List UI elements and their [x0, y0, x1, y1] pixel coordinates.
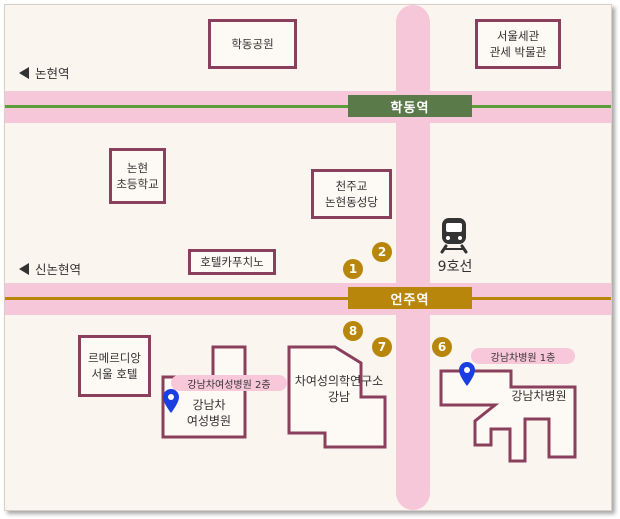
direction-sinnonhyeon-label: 신논현역 — [35, 262, 82, 277]
station-eonju[interactable]: 언주역 — [348, 287, 472, 309]
exit-8[interactable]: 8 — [343, 321, 363, 341]
building-church: 천주교 논현동성당 — [311, 169, 392, 219]
location-pin-icon[interactable] — [459, 362, 475, 386]
line-9-label: 9호선 — [437, 259, 473, 275]
direction-sinnonhyeon: 신논현역 — [19, 259, 81, 278]
exit-1[interactable]: 1 — [343, 259, 363, 279]
map-canvas: 학동역 언주역 논현역 신논현역 학동공원 서울세관 관세 박물관 논현 초등학… — [4, 4, 612, 511]
station-hakdong[interactable]: 학동역 — [348, 95, 472, 117]
exit-2[interactable]: 2 — [372, 242, 392, 262]
building-outlines — [161, 345, 577, 463]
direction-nonhyeon-label: 논현역 — [35, 66, 70, 81]
exit-6[interactable]: 6 — [432, 337, 452, 357]
building-hakdong-park: 학동공원 — [208, 19, 297, 69]
label-cha-hospital: 강남차병원 — [511, 389, 567, 403]
building-institute-outline — [287, 345, 387, 449]
exit-7[interactable]: 7 — [372, 337, 392, 357]
arrow-left-icon — [19, 66, 29, 79]
building-nonhyeon-school: 논현 초등학교 — [109, 148, 166, 204]
subway-line-bottom — [5, 297, 611, 300]
direction-nonhyeon: 논현역 — [19, 63, 70, 82]
building-cha-hospital-outline — [439, 369, 577, 463]
building-customs-museum: 서울세관 관세 박물관 — [475, 19, 561, 69]
pin-label-womens: 강남차여성병원 2층 — [171, 375, 287, 391]
road-vertical — [396, 5, 430, 510]
arrow-left-icon — [19, 262, 29, 275]
subway-train-icon — [440, 218, 468, 254]
label-womens-hospital: 강남차 여성병원 — [186, 398, 232, 428]
location-pin-icon[interactable] — [163, 389, 179, 413]
pin-label-cha: 강남차병원 1층 — [471, 348, 575, 364]
subway-line-top — [5, 105, 611, 108]
label-institute: 차여성의학연구소 강남 — [294, 374, 384, 404]
building-le-meridien: 르메르디앙 서울 호텔 — [78, 335, 151, 397]
building-hotel-cappuccino: 호텔카푸치노 — [188, 249, 276, 275]
